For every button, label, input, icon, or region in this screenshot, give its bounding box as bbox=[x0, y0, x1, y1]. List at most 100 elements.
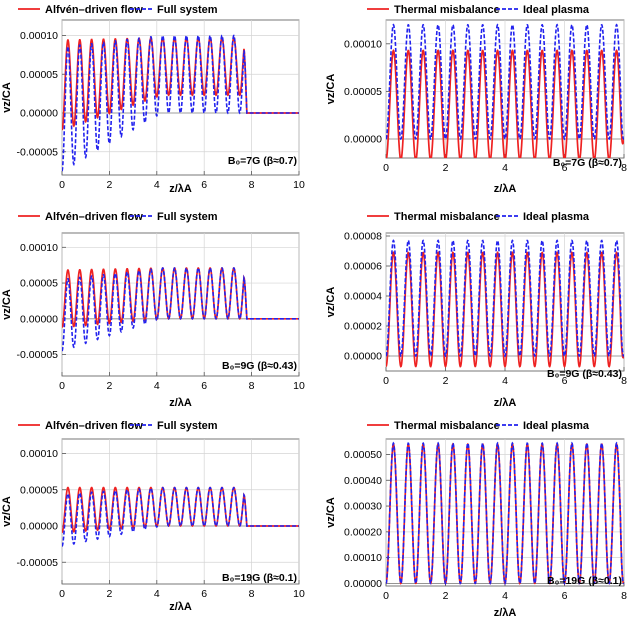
x-tick-label: 8 bbox=[249, 588, 255, 600]
legend-label: Alfvén–driven flow bbox=[45, 211, 143, 223]
y-tick-label: 0.00000 bbox=[344, 133, 382, 145]
x-tick-label: 2 bbox=[443, 162, 449, 174]
x-tick-label: 8 bbox=[249, 179, 255, 191]
y-tick-label: 0.00005 bbox=[20, 69, 58, 81]
x-tick-label: 2 bbox=[106, 380, 112, 392]
y-axis-label: vz/CA bbox=[325, 497, 337, 528]
series-line-2 bbox=[386, 239, 624, 358]
y-tick-label: 0.00000 bbox=[20, 313, 58, 325]
y-tick-label: 0.00010 bbox=[20, 242, 58, 254]
x-tick-label: 8 bbox=[621, 590, 627, 602]
x-tick-label: 4 bbox=[502, 375, 508, 387]
x-tick-label: 10 bbox=[293, 588, 305, 600]
x-tick-label: 4 bbox=[502, 590, 508, 602]
y-tick-label: 0.00002 bbox=[344, 321, 382, 333]
annotation-label: B₀=9G (β≈0.43) bbox=[547, 368, 622, 380]
y-tick-label: 0.00008 bbox=[344, 231, 382, 243]
y-axis-label: vz/CA bbox=[325, 74, 337, 105]
y-tick-label: 0.00010 bbox=[20, 448, 58, 460]
annotation-label: B₀=9G (β≈0.43) bbox=[222, 360, 297, 372]
series-line-2 bbox=[62, 34, 299, 172]
y-tick-label: -0.00005 bbox=[17, 557, 59, 569]
legend-label: Thermal misbalance bbox=[394, 420, 500, 432]
y-tick-label: 0.00030 bbox=[344, 501, 382, 513]
series-line-1 bbox=[386, 49, 624, 158]
chart-panel-3: 0 2 4 6 8 10 -0.00005 0.00000 0.00005 0.00010 Alfv… bbox=[1, 211, 305, 409]
x-tick-label: 4 bbox=[502, 162, 508, 174]
y-axis-label: vz/CA bbox=[1, 289, 13, 320]
x-tick-label: 2 bbox=[106, 588, 112, 600]
x-tick-label: 0 bbox=[383, 162, 389, 174]
y-tick-label: 0.00010 bbox=[344, 552, 382, 564]
y-tick-label: 0.00005 bbox=[20, 278, 58, 290]
series-line-2 bbox=[386, 441, 624, 585]
y-tick-label: 0.00005 bbox=[20, 484, 58, 496]
series-line-2 bbox=[386, 23, 624, 141]
legend-label: Full system bbox=[157, 4, 218, 16]
x-axis-label: z/λA bbox=[494, 397, 517, 409]
y-tick-label: 0.00000 bbox=[344, 351, 382, 363]
x-tick-label: 10 bbox=[293, 380, 305, 392]
x-axis-label: z/λA bbox=[494, 183, 517, 195]
y-tick-label: 0.00010 bbox=[20, 30, 58, 42]
x-tick-label: 6 bbox=[562, 375, 568, 387]
x-tick-label: 6 bbox=[201, 588, 207, 600]
x-axis-label: z/λA bbox=[169, 397, 192, 409]
y-axis-label: vz/CA bbox=[1, 82, 13, 113]
y-tick-label: 0.00004 bbox=[344, 291, 382, 303]
x-tick-label: 4 bbox=[154, 380, 160, 392]
annotation-label: B₀=19G (β≈0.1) bbox=[222, 572, 297, 584]
x-tick-label: 2 bbox=[443, 590, 449, 602]
x-tick-label: 6 bbox=[201, 179, 207, 191]
y-tick-label: 0.00005 bbox=[344, 86, 382, 98]
x-tick-label: 6 bbox=[562, 162, 568, 174]
series-line-2 bbox=[62, 267, 299, 352]
annotation-label: B₀=7G (β≈0.7) bbox=[228, 155, 297, 167]
y-tick-label: 0.00050 bbox=[344, 449, 382, 461]
x-tick-label: 4 bbox=[154, 179, 160, 191]
legend-label: Ideal plasma bbox=[523, 4, 590, 16]
y-tick-label: 0.00010 bbox=[344, 38, 382, 50]
legend-label: Full system bbox=[157, 420, 218, 432]
x-tick-label: 8 bbox=[621, 162, 627, 174]
x-tick-label: 0 bbox=[383, 375, 389, 387]
x-tick-label: 8 bbox=[621, 375, 627, 387]
x-axis-label: z/λA bbox=[169, 183, 192, 195]
y-tick-label: 0.00000 bbox=[20, 521, 58, 533]
x-tick-label: 4 bbox=[154, 588, 160, 600]
chart-panel-2: 0 2 4 6 8 0.00000 0.00005 0.00010 Thermal misbal… bbox=[325, 4, 627, 195]
y-tick-label: 0.00020 bbox=[344, 526, 382, 538]
x-tick-label: 8 bbox=[249, 380, 255, 392]
x-tick-label: 0 bbox=[59, 380, 65, 392]
y-tick-label: 0.00000 bbox=[344, 578, 382, 590]
annotation-label: B₀=7G (β≈0.7) bbox=[553, 157, 622, 169]
x-tick-label: 0 bbox=[59, 179, 65, 191]
x-tick-label: 0 bbox=[59, 588, 65, 600]
y-tick-label: 0.00040 bbox=[344, 475, 382, 487]
legend-label: Alfvén–driven flow bbox=[45, 420, 143, 432]
x-tick-label: 6 bbox=[562, 590, 568, 602]
y-axis-label: vz/CA bbox=[1, 496, 13, 527]
x-tick-label: 2 bbox=[106, 179, 112, 191]
legend-label: Ideal plasma bbox=[523, 420, 590, 432]
chart-panel-1: 0 2 4 6 8 10 -0.00005 0.00000 0.00005 0.00010 Alfv… bbox=[1, 4, 305, 195]
legend-label: Ideal plasma bbox=[523, 211, 590, 223]
y-tick-label: 0.00006 bbox=[344, 261, 382, 273]
x-axis-label: z/λA bbox=[494, 607, 517, 619]
y-tick-label: 0.00000 bbox=[20, 108, 58, 120]
legend-label: Thermal misbalance bbox=[394, 211, 500, 223]
x-tick-label: 10 bbox=[293, 179, 305, 191]
y-axis-label: vz/CA bbox=[325, 287, 337, 318]
x-tick-label: 0 bbox=[383, 590, 389, 602]
x-tick-label: 6 bbox=[201, 380, 207, 392]
legend-label: Alfvén–driven flow bbox=[45, 4, 143, 16]
legend-label: Thermal misbalance bbox=[394, 4, 500, 16]
chart-panel-5: 0 2 4 6 8 10 -0.00005 0.00000 0.00005 0.00010 Alfv… bbox=[1, 420, 305, 613]
y-tick-label: -0.00005 bbox=[17, 349, 59, 361]
legend-label: Full system bbox=[157, 211, 218, 223]
series-line-1 bbox=[62, 37, 299, 131]
chart-panel-6: 0 2 4 6 8 0.00000 0.00010 0.00020 0.00030 0.00040… bbox=[325, 420, 627, 619]
y-tick-label: -0.00005 bbox=[17, 146, 59, 158]
